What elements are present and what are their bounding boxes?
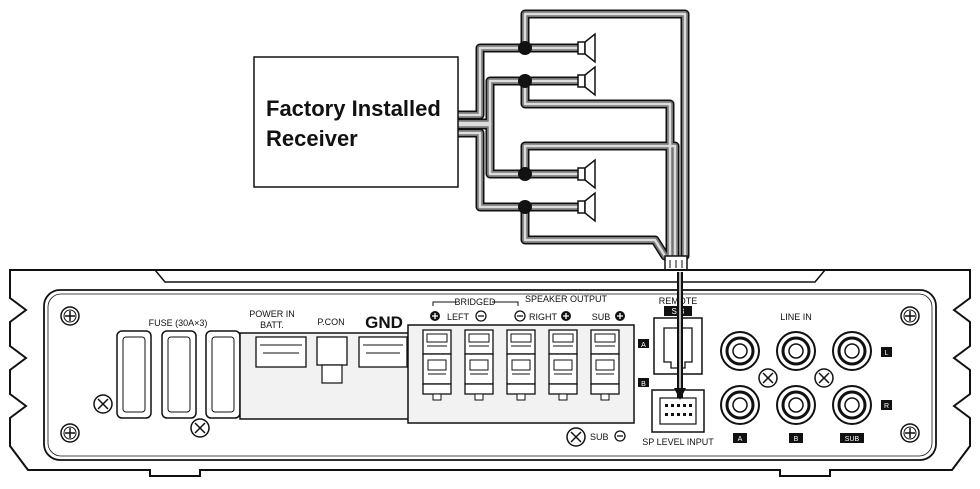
rca-jack [775,384,817,426]
speaker-wire [456,121,580,176]
screw-icon [60,423,80,443]
svg-text:B: B [794,436,799,443]
fuse-label: FUSE (30A×3) [149,318,208,328]
badge-line-a: A [733,433,747,443]
speaker-wire [520,76,675,261]
harness-connector [664,255,688,273]
minus-icon [614,430,626,442]
power-in-label: POWER IN [249,309,295,319]
speaker-wire [523,205,667,258]
svg-text:A: A [738,436,743,443]
fuse-slot [161,330,197,419]
left-label: LEFT [447,312,470,322]
sp-level-input-label: SP LEVEL INPUT [642,437,714,447]
speaker-icon [577,66,596,96]
minus-icon [514,310,526,322]
badge-a: A [638,339,649,349]
speaker-icon [577,33,596,63]
screw-icon [566,427,586,447]
receiver-title-line1: Factory Installed [266,96,441,121]
speaker-wire [523,144,677,258]
harness-lead [674,272,686,400]
speaker-icon [577,159,596,189]
screw-icon [814,368,834,388]
fuse-slot [205,330,241,419]
rca-jack [831,330,873,372]
wire-harness [453,9,690,261]
pcon-label: P.CON [317,317,344,327]
line-in-label: LINE IN [780,312,812,322]
plus-icon [561,311,571,321]
screw-icon [900,423,920,443]
plus-icon [615,311,625,321]
speaker-icon [577,192,596,222]
screw-icon [758,368,778,388]
svg-text:A: A [641,342,646,349]
receiver-title-line2: Receiver [266,126,358,151]
right-label: RIGHT [529,312,558,322]
plus-icon [430,311,440,321]
badge-r: R [881,400,892,410]
screw-icon [900,306,920,326]
fuse-slot [116,330,152,419]
rca-jack [831,384,873,426]
badge-line-b: B [789,433,803,443]
wire-junctions [518,41,532,214]
badge-l: L [881,347,892,357]
badge-line-sub: SUB [840,433,864,443]
svg-text:R: R [884,403,889,410]
speaker-wire [523,79,672,258]
speaker-output-block [407,324,635,424]
bridged-label: BRIDGED [454,297,496,307]
power-terminal-block [239,332,411,420]
speaker-wire [456,79,580,127]
screw-icon [93,394,113,414]
rca-jack [719,384,761,426]
factory-receiver: Factory Installed Receiver [253,56,459,188]
minus-icon [475,310,487,322]
svg-text:SUB: SUB [845,436,860,443]
sub-minus-label: SUB [590,432,609,442]
svg-text:L: L [885,350,889,357]
badge-b: B [638,378,649,388]
svg-text:B: B [641,381,646,388]
sub-label: SUB [592,312,611,322]
speaker-wire [523,12,687,258]
gnd-label: GND [365,313,403,332]
screw-icon [60,306,80,326]
rca-jack [719,330,761,372]
rca-jack [775,330,817,372]
batt-label: BATT. [260,320,284,330]
speaker-output-label: SPEAKER OUTPUT [525,294,608,304]
screw-icon [190,418,210,438]
